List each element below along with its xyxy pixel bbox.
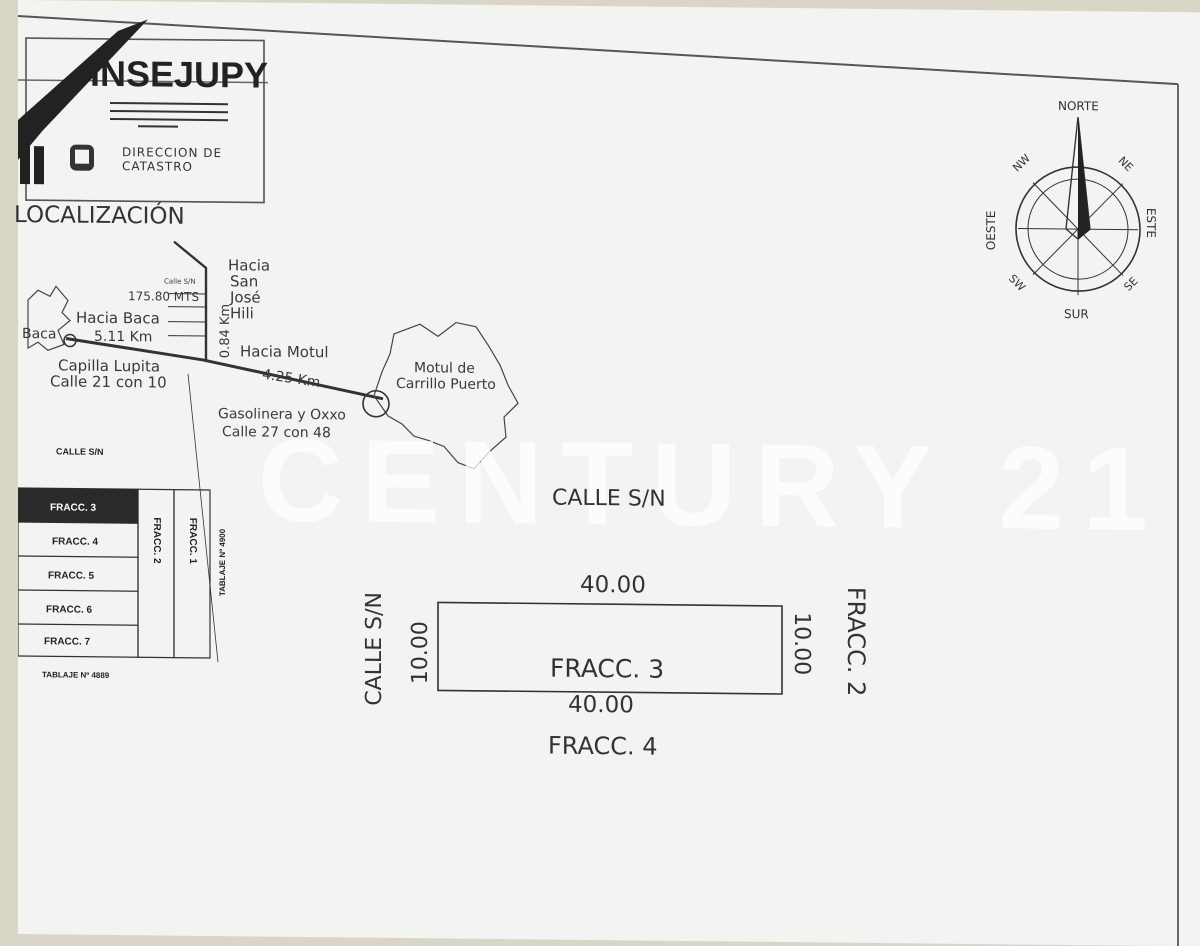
baca-label: Baca — [22, 326, 56, 342]
mini-tablaje-side: TABLAJE Nº 4900 — [218, 529, 227, 596]
compass-north-label: NORTE — [1058, 99, 1099, 113]
plan-sheet: INSEJUPY DIRECCION DE CATASTRO LOCALIZAC… — [18, 0, 1200, 946]
compass-south-label: SUR — [1064, 307, 1089, 321]
main-calle-top: CALLE S/N — [552, 486, 666, 512]
compass-west-label: OESTE — [984, 211, 998, 251]
hacia-san-jose-4: Hili — [230, 304, 254, 322]
hacia-baca-label: Hacia Baca — [76, 309, 160, 328]
bottom-dimension: 40.00 — [568, 692, 634, 719]
hacia-motul-label: Hacia Motul — [240, 342, 329, 361]
mini-fracc-6: FRACC. 6 — [46, 604, 92, 615]
main-calle-left: CALLE S/N — [362, 592, 387, 706]
mini-fracc-5: FRACC. 5 — [48, 570, 94, 581]
dept-line-2: CATASTRO — [122, 159, 193, 174]
mini-calle-label: CALLE S/N — [56, 446, 104, 456]
logo-bar-1 — [20, 140, 30, 184]
right-dimension: 10.00 — [789, 612, 814, 675]
top-dimension: 40.00 — [580, 572, 646, 599]
motul-line-1: Motul de — [414, 360, 475, 377]
compass-east-label: ESTE — [1144, 208, 1158, 238]
century21-watermark: CENTURY 21 — [258, 413, 1166, 559]
header-fine-print — [110, 103, 228, 127]
left-dimension: 10.00 — [408, 621, 433, 684]
calle-sn-small-label: Calle S/N — [164, 278, 196, 286]
mini-fracc-3: FRACC. 3 — [50, 502, 96, 513]
org-name: INSEJUPY — [90, 53, 268, 97]
motul-line-2: Carrillo Puerto — [396, 376, 496, 393]
logo-bar-2 — [34, 146, 44, 184]
mini-fracc-1: FRACC. 1 — [187, 518, 198, 564]
mts-label: 175.80 MTS — [128, 289, 199, 304]
mini-fracc-2: FRACC. 2 — [151, 517, 162, 563]
seal-icon — [70, 145, 94, 171]
dept-line-1: DIRECCION DE — [122, 145, 222, 160]
mini-fracc-7: FRACC. 7 — [44, 636, 90, 647]
south-neighbor-label: FRACC. 4 — [548, 732, 658, 761]
capilla-line-2: Calle 21 con 10 — [50, 372, 167, 391]
lot-label: FRACC. 3 — [550, 654, 664, 684]
mini-fracc-4: FRACC. 4 — [52, 536, 98, 547]
section-title: LOCALIZACIÓN — [14, 202, 185, 230]
km-vertical-label: 0.84 Km — [218, 304, 233, 358]
compass-rose — [1016, 116, 1140, 295]
east-neighbor-label: FRACC. 2 — [842, 587, 870, 697]
mini-tablaje-bottom: TABLAJE Nº 4889 — [42, 670, 109, 680]
km-baca-label: 5.11 Km — [94, 329, 152, 346]
